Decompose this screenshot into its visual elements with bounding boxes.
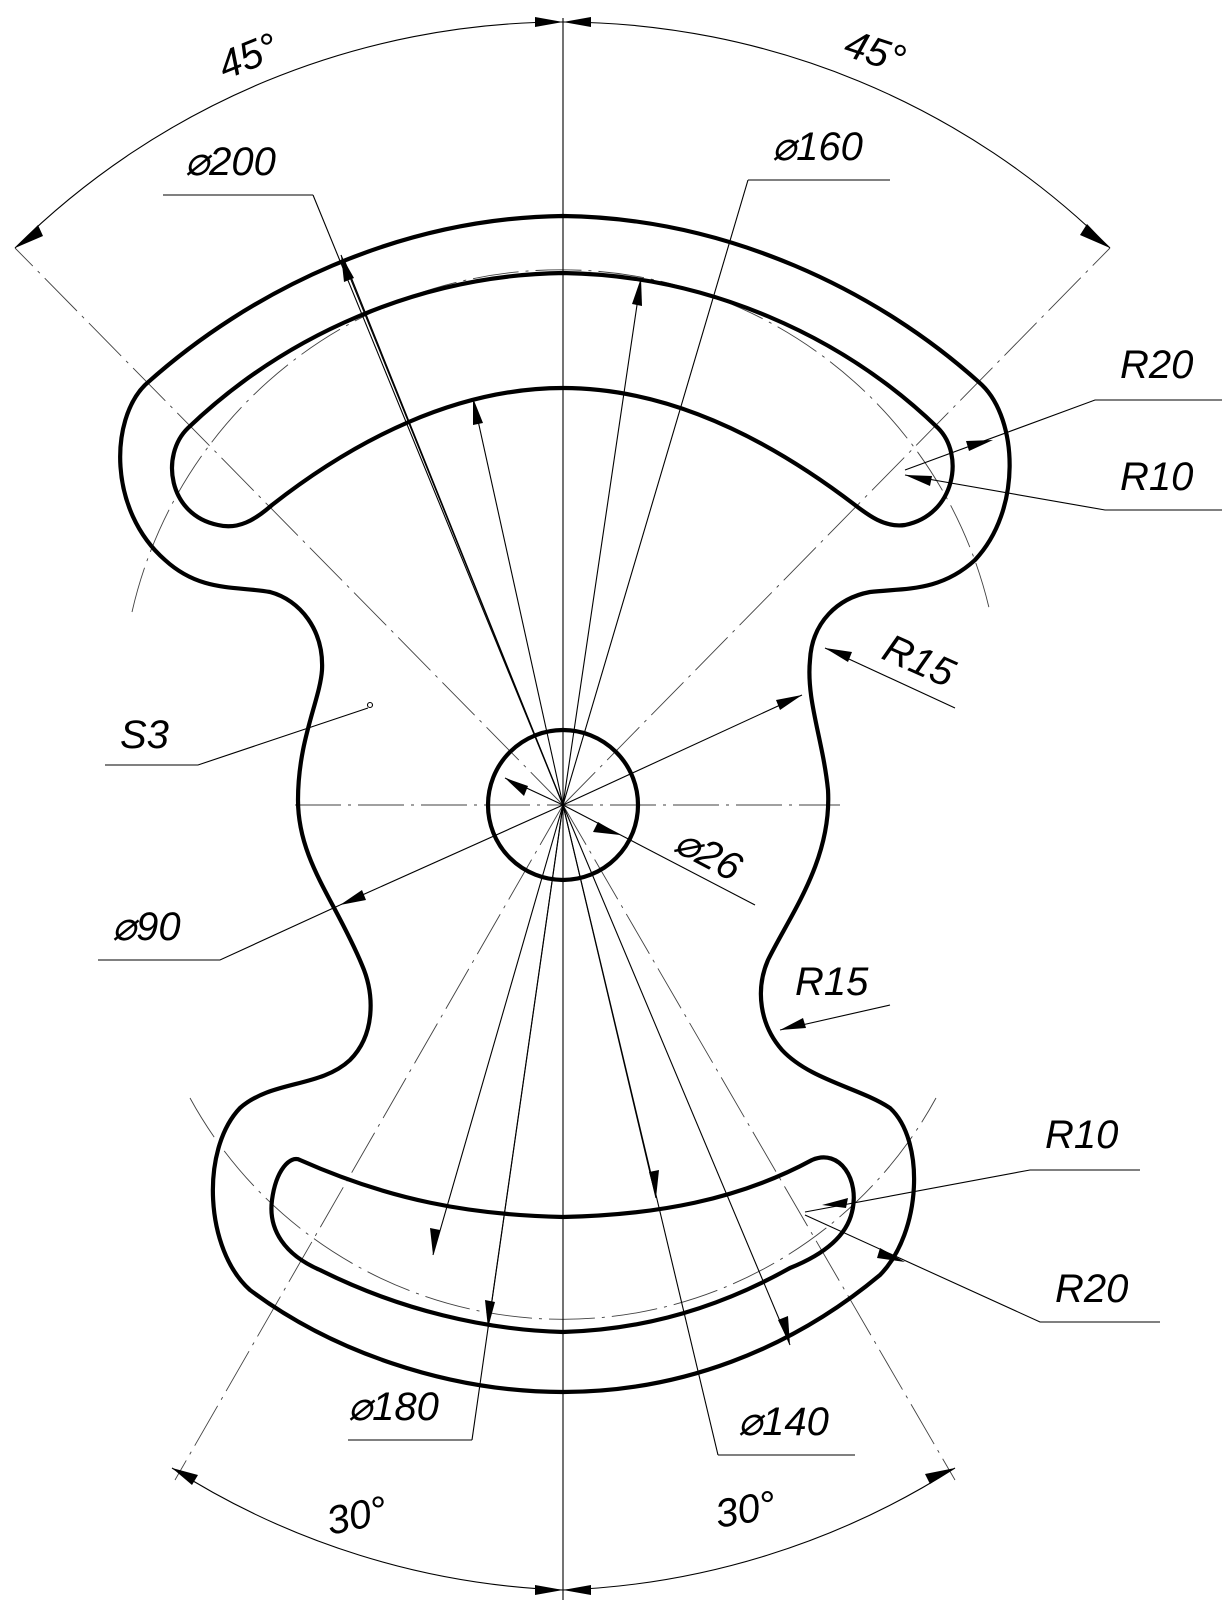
r15-top-label: R15 [876,626,962,696]
arrow [172,1468,198,1485]
right-45-axis [562,247,1111,806]
dimension-texts: 45° 45° ⌀200 ⌀160 R20 R10 R15 S3 ⌀26 ⌀90… [112,22,1193,1544]
left-45-axis [14,247,564,806]
arrow [430,1228,440,1255]
angle-arc-top-left [14,21,564,249]
angle-arc-bottom-left [171,1467,564,1591]
arrow [925,1468,955,1484]
dia26-label: ⌀26 [668,819,750,890]
arrow [822,1198,848,1208]
lower-arc-slot [269,1155,856,1335]
arrow [1080,224,1110,248]
arrow [535,1585,563,1595]
dia90-label: ⌀90 [112,905,181,949]
dia160-line [562,277,642,806]
dia200-leader [312,194,564,806]
centre-hole [485,727,641,883]
r10-bottom-label: R10 [1045,1113,1118,1157]
arrow [485,1300,495,1328]
dia160-label: ⌀160 [772,125,863,169]
angle-bottom-right-label: 30° [712,1483,779,1537]
arrow [340,890,366,905]
dia200-line-b [344,261,564,806]
arrow [966,440,993,451]
arrow [563,17,591,27]
arrow [778,1316,790,1345]
right-30-axis [562,804,956,1481]
angle-arc-bottom-right [562,1467,956,1591]
angle-bottom-left-label: 30° [323,1488,391,1544]
arrow [776,695,802,710]
s3-point [366,701,374,709]
dia160-leader [562,179,749,806]
dia90-line-left [339,804,564,906]
lower-slot-centre-arc [189,1097,937,1320]
dia140-line-lower [432,804,564,1256]
arrow [632,278,642,306]
s3-label: S3 [120,713,169,757]
r15-bottom-label: R15 [795,960,869,1004]
r20-bottom-label: R20 [1055,1267,1128,1311]
dia26-leader [562,804,756,906]
dia140-leader [562,804,719,1456]
r20-top-label: R20 [1120,343,1193,387]
dia180-label: ⌀180 [348,1385,439,1429]
r10-bottom-leader [804,1169,1140,1213]
dia90-shelf [98,904,341,961]
angle-dimensions [14,21,1111,1591]
arrow [877,1248,905,1262]
arrow [905,475,932,486]
s3-leader [105,707,369,766]
centre-lines [14,18,1111,1600]
r10-top-leader [904,474,1222,511]
angle-top-left-label: 45° [212,25,285,88]
arrow [505,778,528,796]
dia90-line-right [562,694,803,806]
r10-top-label: R10 [1120,455,1193,499]
arrow [341,255,354,282]
dia180-leader [471,804,564,1441]
angle-top-right-label: 45° [839,22,910,83]
arrow [780,1018,806,1030]
arrowheads [15,17,1110,1595]
arrow [825,648,852,662]
upper-arc-slot [169,270,955,529]
arrow [15,225,43,248]
dia140-label: ⌀140 [738,1400,829,1444]
upper-slot-centre-arc [131,269,991,613]
angle-arc-top-right [562,21,1111,249]
left-30-axis [174,804,564,1481]
diameter-lines [312,179,803,1456]
dia140-line-upper [472,397,564,806]
arrow [563,1585,591,1595]
arrow [473,398,483,425]
leader-shelves [98,179,1222,1456]
arrow [649,1170,659,1198]
dia200-label: ⌀200 [185,140,276,184]
dia180-line-right [562,804,791,1346]
arrow [593,822,620,835]
arrow [535,17,563,27]
